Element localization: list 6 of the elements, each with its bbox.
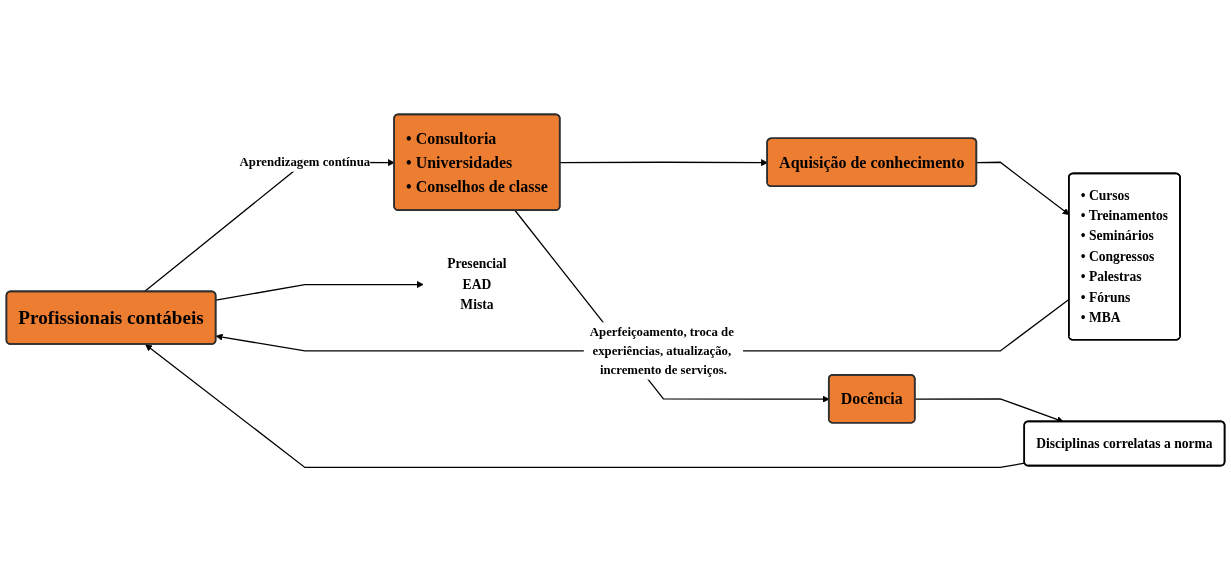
arrow xyxy=(559,158,768,166)
arrow xyxy=(145,343,1026,468)
edge-label: Aperfeiçoamento, troca de experiências, atualização, incremento de serviços. xyxy=(589,324,734,377)
node-text: Presencial EAD Mista xyxy=(447,255,507,312)
edge-label: Aprendizagem contínua xyxy=(239,154,371,169)
arrow xyxy=(215,280,424,301)
